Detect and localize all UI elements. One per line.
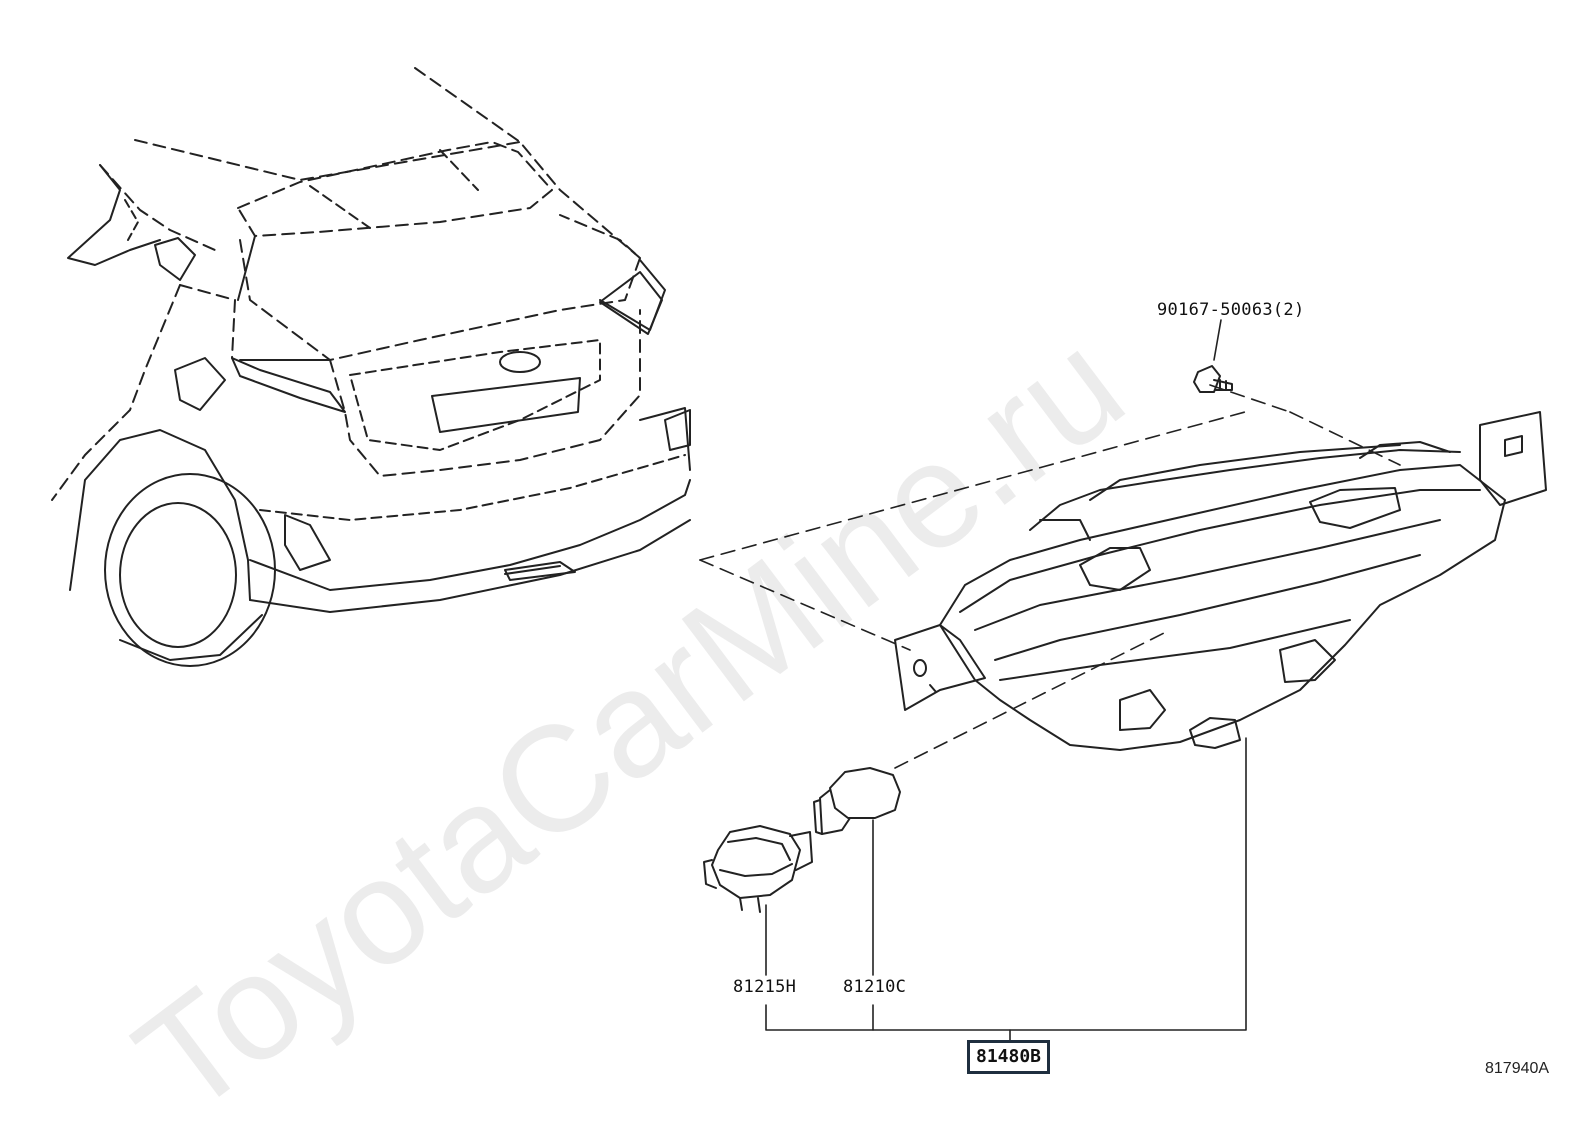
bolt-part bbox=[1193, 365, 1233, 393]
parts-diagram bbox=[51, 67, 1547, 1041]
callout-bulb[interactable]: 81210C bbox=[843, 977, 907, 997]
callout-socket[interactable]: 81215H bbox=[733, 977, 797, 997]
vehicle-illustration bbox=[51, 67, 691, 667]
socket-part bbox=[703, 825, 813, 913]
callout-assembly[interactable]: 81480B bbox=[967, 1040, 1051, 1074]
figure-id: 817940A bbox=[1485, 1060, 1550, 1077]
projection-lines bbox=[699, 384, 1401, 769]
callout-bolt[interactable]: 90167-50063(2) bbox=[1157, 300, 1305, 320]
lamp-assembly bbox=[894, 411, 1547, 751]
callout-leaders bbox=[765, 319, 1247, 1041]
bulb-part bbox=[813, 767, 901, 835]
